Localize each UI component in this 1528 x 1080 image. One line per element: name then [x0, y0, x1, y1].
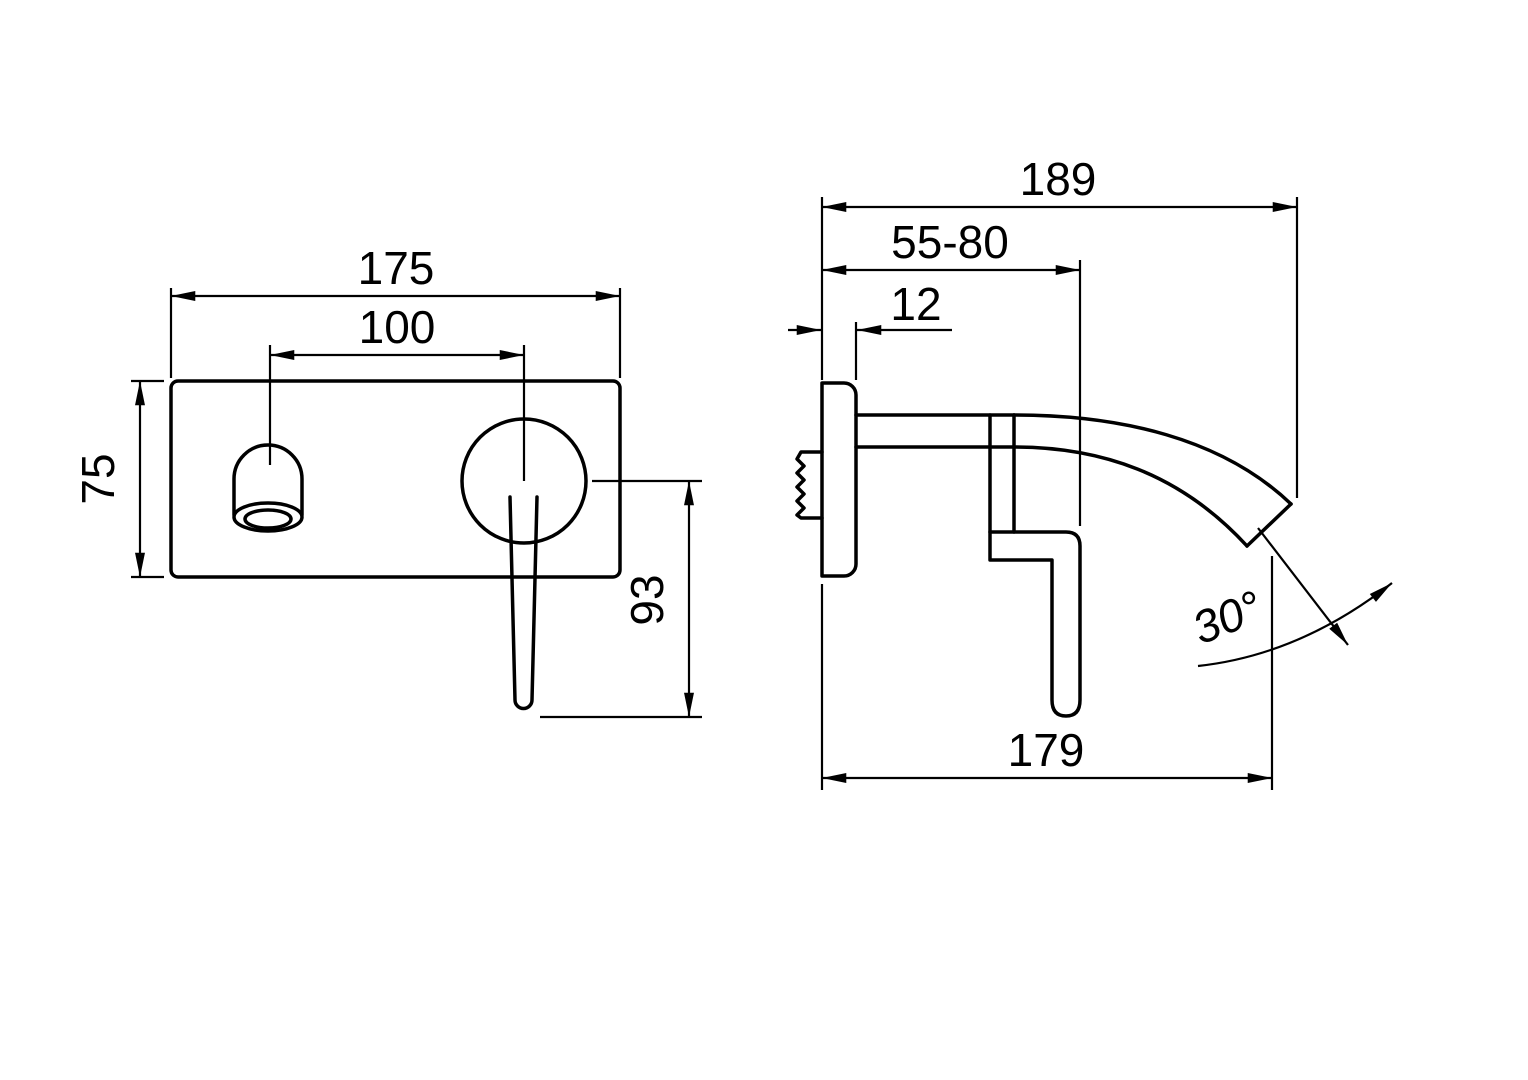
dim-spout-to-handle: 100: [268, 301, 526, 481]
dim-plate-width-label: 175: [358, 242, 435, 294]
dim-total-depth: 189: [820, 153, 1299, 498]
angle-flow-line: [1257, 527, 1349, 646]
front-view: 175 100 75 93: [72, 242, 702, 719]
dim-adjust-range-label: 55-80: [891, 216, 1009, 268]
side-handle-lever: [988, 530, 1082, 718]
dim-plate-width: 175: [169, 242, 622, 378]
dim-spout-reach: 179: [820, 556, 1274, 790]
front-spout-rim-outer: [232, 501, 304, 533]
dim-adjust-range: 55-80: [822, 216, 1082, 526]
dim-lever-length: 93: [540, 479, 702, 719]
dim-plate-thickness: 12: [788, 278, 952, 380]
side-plate: [820, 381, 858, 578]
side-spout-curve-bottom: [1012, 445, 1249, 548]
dim-total-depth-label: 189: [1020, 153, 1097, 205]
angle-arc: [1197, 582, 1393, 668]
side-spout-outlet-face: [1245, 502, 1293, 548]
dim-spout-reach-label: 179: [1008, 724, 1085, 776]
dim-spout-to-handle-label: 100: [359, 301, 436, 353]
front-handle-lever: [508, 495, 539, 711]
dim-plate-height-label: 75: [72, 453, 124, 504]
front-plate: [169, 379, 622, 579]
front-spout-body: [232, 443, 304, 517]
side-spout-curve-top: [1012, 413, 1293, 506]
dim-plate-height: 75: [72, 379, 164, 579]
side-view: 189 55-80 12 179: [788, 153, 1393, 790]
angle-annotation: 30°: [1185, 527, 1393, 668]
dim-plate-thickness-label: 12: [890, 278, 941, 330]
dim-outlet-angle-label: 30°: [1185, 580, 1269, 654]
front-spout-rim-inner: [243, 508, 293, 530]
dim-lever-length-label: 93: [621, 574, 673, 625]
side-thread-inlet: [795, 450, 824, 520]
